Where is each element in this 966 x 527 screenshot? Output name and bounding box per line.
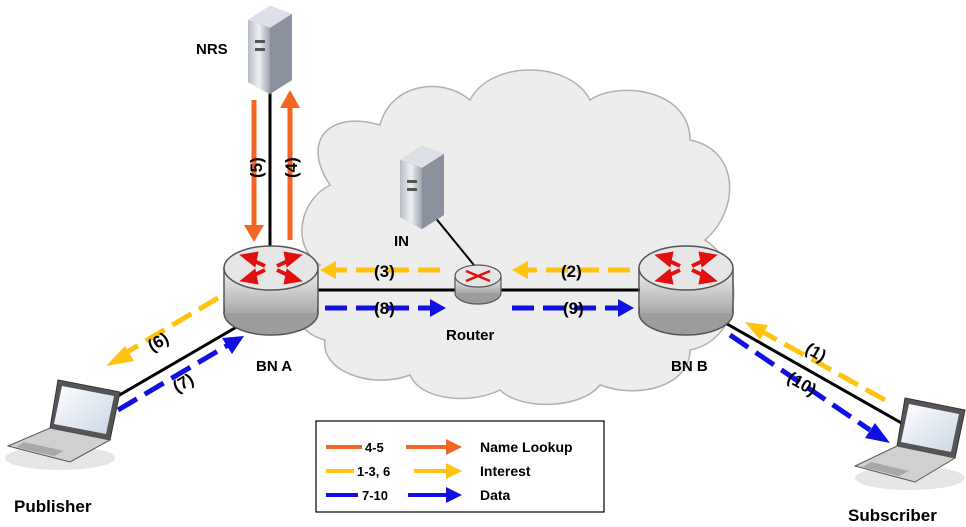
label-bn-a: BN A bbox=[256, 358, 292, 375]
publisher-laptop-icon bbox=[5, 379, 121, 470]
legend-interest-range: 1-3, 6 bbox=[357, 464, 390, 479]
label-subscriber: Subscriber bbox=[848, 506, 937, 525]
legend-interest-label: Interest bbox=[480, 463, 531, 479]
step-label-7: (7) bbox=[170, 370, 197, 397]
legend-data-row: 7-10 Data bbox=[326, 487, 511, 503]
bn-a-router-icon bbox=[223, 245, 319, 336]
step-label-5: (5) bbox=[247, 157, 266, 178]
step-label-6: (6) bbox=[145, 329, 172, 356]
label-in: IN bbox=[394, 233, 409, 250]
step-label-3: (3) bbox=[374, 262, 395, 281]
core-router-icon bbox=[454, 264, 502, 305]
legend-interest-row: 1-3, 6 Interest bbox=[326, 463, 531, 479]
step-label-4: (4) bbox=[282, 157, 301, 178]
label-router: Router bbox=[446, 327, 494, 344]
name-lookup-arrows bbox=[244, 90, 300, 242]
step-label-1: (1) bbox=[802, 339, 829, 366]
subscriber-laptop-icon bbox=[853, 397, 966, 490]
interest-arrows bbox=[106, 261, 887, 403]
legend-name-lookup-range: 4-5 bbox=[365, 440, 384, 455]
label-nrs: NRS bbox=[196, 41, 228, 58]
label-publisher: Publisher bbox=[14, 497, 92, 516]
step-label-9: (9) bbox=[563, 299, 584, 318]
nrs-server-icon bbox=[248, 6, 292, 94]
step-label-2: (2) bbox=[561, 262, 582, 281]
legend-name-lookup-row: 4-5 Name Lookup bbox=[326, 439, 573, 455]
cloud bbox=[293, 69, 735, 406]
in-server-icon bbox=[400, 146, 444, 229]
link-bnb-subscriber bbox=[719, 318, 906, 427]
data-arrows bbox=[116, 299, 890, 443]
legend-data-label: Data bbox=[480, 487, 511, 503]
legend-name-lookup-label: Name Lookup bbox=[480, 439, 573, 455]
step-label-8: (8) bbox=[374, 299, 395, 318]
bn-b-router-icon bbox=[638, 245, 734, 336]
legend-data-range: 7-10 bbox=[362, 488, 388, 503]
label-bn-b: BN B bbox=[671, 358, 708, 375]
legend: 4-5 Name Lookup 1-3, 6 Interest 7-10 Dat… bbox=[315, 420, 605, 513]
